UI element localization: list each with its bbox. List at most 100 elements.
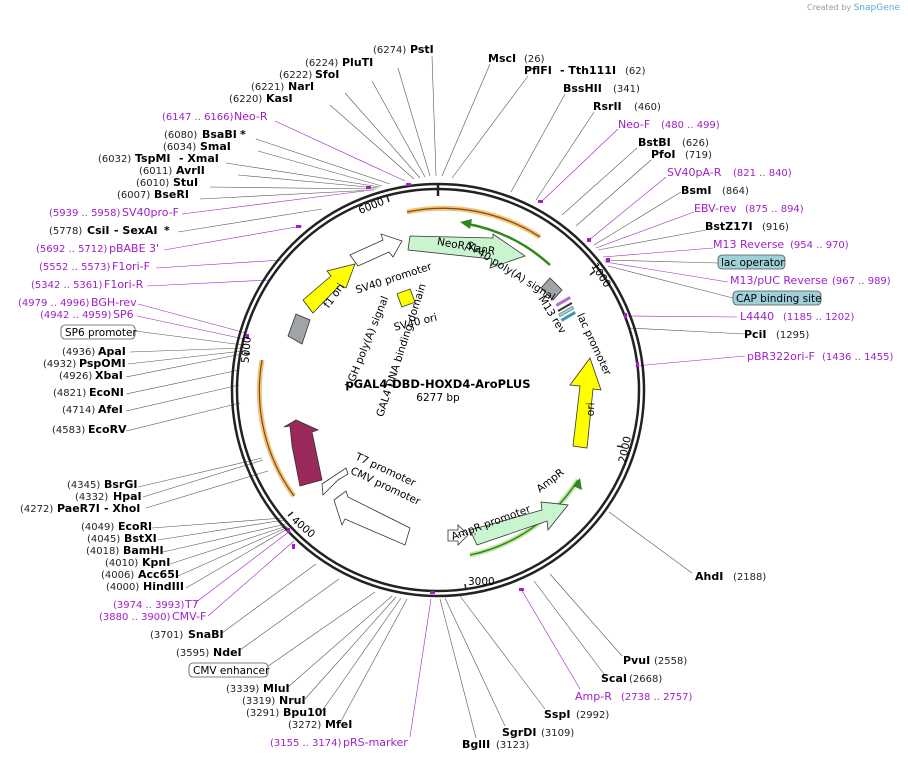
enzyme-mscI: MscI	[488, 52, 516, 65]
pos-smaI: (6034)	[163, 142, 196, 153]
pos-bgh-rev: (4979 .. 4996)	[18, 298, 90, 309]
pos-pstI: (6274)	[373, 45, 406, 56]
enzyme-sgrDI: SgrDI	[502, 726, 536, 739]
pos-hindIII: (4000)	[106, 582, 139, 593]
pos-l4440: (1185 .. 1202)	[783, 312, 855, 323]
pos-pvuI: (2558)	[654, 656, 687, 667]
enzyme-ecoRV: EcoRV	[88, 423, 127, 436]
enzyme-sspI: SspI	[544, 708, 570, 721]
sv40-ori-box	[396, 288, 416, 308]
lac-elements	[555, 296, 576, 322]
enzyme-snaBI: SnaBI	[188, 628, 224, 641]
pos-ndeI: (3595)	[176, 648, 209, 659]
sp6-promoter-box	[60, 324, 136, 340]
primer-ticks	[246, 183, 639, 594]
enzyme-bamHI: BamHI	[123, 544, 164, 557]
enzyme-hpaI: HpaI	[113, 490, 142, 503]
pos-nruI: (3319)	[242, 696, 275, 707]
pos-bsaBI: (6080)	[164, 130, 197, 141]
pos-pbr322ori-f: (1436 .. 1455)	[822, 352, 894, 363]
orf-highlight-gal4	[256, 359, 297, 498]
tick-3000: 3000	[468, 576, 495, 588]
enzyme-paeR7I: PaeR7I	[57, 502, 100, 515]
pos-mscI: (26)	[524, 54, 545, 65]
primer-prs-marker: pRS-marker	[343, 736, 408, 749]
enzyme-mluI: MluI	[263, 682, 290, 695]
enzyme-acc65I: Acc65I	[138, 568, 179, 581]
primer-f1ori-f: F1ori-F	[112, 260, 150, 273]
primer-bgh-rev: BGH-rev	[91, 296, 137, 309]
pos-sv40pa-r: (821 .. 840)	[733, 168, 792, 179]
enzyme-pluTI: PluTI	[342, 56, 373, 69]
enzyme-ahdI: AhdI	[695, 570, 723, 583]
primer-f1ori-r: F1ori-R	[104, 278, 144, 291]
pos-paeR7I: (4272)	[20, 504, 53, 515]
enzyme-ecoNI: EcoNI	[89, 386, 124, 399]
pos-pfoI: (719)	[685, 150, 712, 161]
enzyme-sexAI: - SexAI	[114, 224, 157, 237]
pos-m13-puc-reverse: (967 .. 989)	[832, 276, 891, 287]
gal4-arrow	[283, 419, 323, 487]
pos-bpu10I: (3291)	[246, 708, 279, 719]
primer-ebv-rev: EBV-rev	[694, 202, 737, 215]
enzyme-ndeI: NdeI	[213, 646, 242, 659]
enzyme-scaI: ScaI	[601, 672, 627, 685]
pos-apaI: (4936)	[62, 347, 95, 358]
pos-ecoNI: (4821)	[53, 388, 86, 399]
feature-sp6-promoter: SP6 promoter	[65, 327, 137, 339]
enzyme-bsrGI: BsrGI	[104, 478, 137, 491]
pos-pflFI: (62)	[625, 66, 646, 77]
bsaBI-star: *	[240, 128, 246, 141]
primer-pbr322ori-f: pBR322ori-F	[747, 350, 815, 363]
pos-scaI: (2668)	[629, 674, 662, 685]
pos-neo-f: (480 .. 499)	[661, 120, 720, 131]
enzyme-bsaBI: BsaBI	[202, 128, 237, 141]
feature-cap-binding-site: CAP binding site	[736, 293, 822, 305]
label-ori: ori	[585, 402, 597, 416]
pos-narI: (6221)	[251, 82, 284, 93]
enzyme-bstBI: BstBI	[638, 136, 671, 149]
pos-mluI: (3339)	[226, 684, 259, 695]
pos-prs-marker: (3155 .. 3174)	[270, 738, 342, 749]
pos-acc65I: (4006)	[101, 570, 134, 581]
scale-ticks	[243, 195, 624, 591]
label-bgh-polyA: bGH poly(A) signal	[343, 294, 391, 389]
cap-binding-site-box	[732, 290, 822, 306]
cmv-enhancer-box	[188, 662, 269, 678]
pos-sgrDI: (3109)	[541, 728, 574, 739]
primer-cmv-f: CMV-F	[172, 610, 206, 623]
pos-snaBI: (3701)	[150, 630, 183, 641]
enzyme-mfeI: MfeI	[325, 718, 352, 731]
enzyme-narI: NarI	[288, 80, 314, 93]
pos-rsrII: (460)	[634, 102, 661, 113]
enzyme-smaI: SmaI	[200, 140, 231, 153]
pos-ecoRI: (4049)	[81, 522, 114, 533]
green-arc-ampr	[469, 479, 579, 556]
enzyme-bsmI: BsmI	[681, 184, 712, 197]
enzyme-csiI: CsiI	[87, 224, 109, 237]
orf-highlight-neo	[406, 205, 542, 240]
leader-lines	[125, 55, 746, 739]
pos-ebv-rev: (875 .. 894)	[745, 204, 804, 215]
primer-pbabe3: pBABE 3'	[109, 242, 159, 255]
pos-bssHII: (341)	[613, 84, 640, 95]
enzyme-pfoI: PfoI	[651, 148, 676, 161]
sv40-promoter-arrow	[349, 233, 403, 267]
pos-m13-reverse: (954 .. 970)	[790, 240, 849, 251]
pos-kasI: (6220)	[229, 94, 262, 105]
enzyme-xmaI: - XmaI	[179, 152, 219, 165]
enzyme-pstI: PstI	[410, 43, 434, 56]
pos-sfoI: (6222)	[279, 70, 312, 81]
green-arc-neo	[467, 222, 551, 266]
ori-arrow	[569, 357, 602, 449]
enzyme-bstXI: BstXI	[124, 532, 157, 545]
enzyme-kpnI: KpnI	[142, 556, 170, 569]
primer-neo-r: Neo-R	[234, 110, 268, 123]
primer-m13-puc-reverse: M13/pUC Reverse	[730, 274, 828, 287]
pos-bstXI: (4045)	[87, 534, 120, 545]
pos-f1ori-f: (5552 .. 5573)	[39, 262, 111, 273]
lac-operator-box	[717, 254, 786, 270]
bgh-polyA-box	[287, 313, 311, 345]
enzyme-stuI: StuI	[173, 176, 198, 189]
pos-bsrGI: (4345)	[67, 480, 100, 491]
